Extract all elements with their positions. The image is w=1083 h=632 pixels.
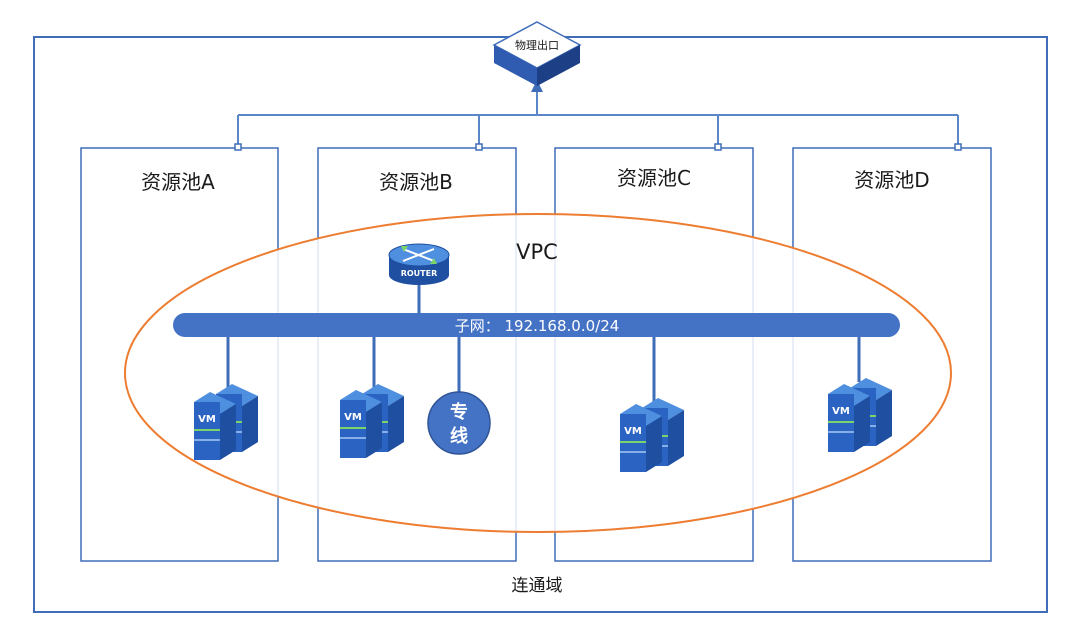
vm-label-2: VM (344, 412, 362, 423)
resource-pool-a-label: 资源池A (141, 170, 215, 194)
uplink-ports (234, 143, 962, 151)
vm-server-group-2: VM (340, 384, 404, 458)
dedicated-line-node: 专 线 (427, 391, 491, 455)
dedicated-line-label-top: 专 (450, 401, 468, 423)
vpc-label: VPC (516, 240, 558, 264)
router-label: ROUTER (401, 269, 438, 278)
subnet-drop-lines (226, 337, 861, 402)
vm-label-1: VM (198, 414, 216, 425)
vm-label-4: VM (832, 406, 850, 417)
subnet-label: 子网： 192.168.0.0/24 (455, 317, 620, 335)
resource-pool-d-label: 资源池D (854, 168, 929, 192)
vm-server-group-3: VM (620, 398, 684, 472)
dedicated-line-label-bottom: 线 (450, 425, 468, 447)
subnet-bar (173, 313, 900, 337)
vm-label-3: VM (624, 426, 642, 437)
physical-exit-label: 物理出口 (515, 38, 559, 52)
vm-server-group-4: VM (828, 378, 892, 452)
vpc-ellipse (124, 213, 952, 533)
router-icon: ROUTER (388, 243, 450, 285)
resource-pool-c-label: 资源池C (617, 166, 691, 190)
vm-server-group-1: VM (194, 384, 258, 460)
physical-exit-node: 物理出口 (492, 21, 582, 86)
resource-pool-b-label: 资源池B (379, 170, 453, 194)
connectivity-domain-label: 连通域 (512, 576, 563, 596)
uplink-connectors (237, 90, 959, 146)
